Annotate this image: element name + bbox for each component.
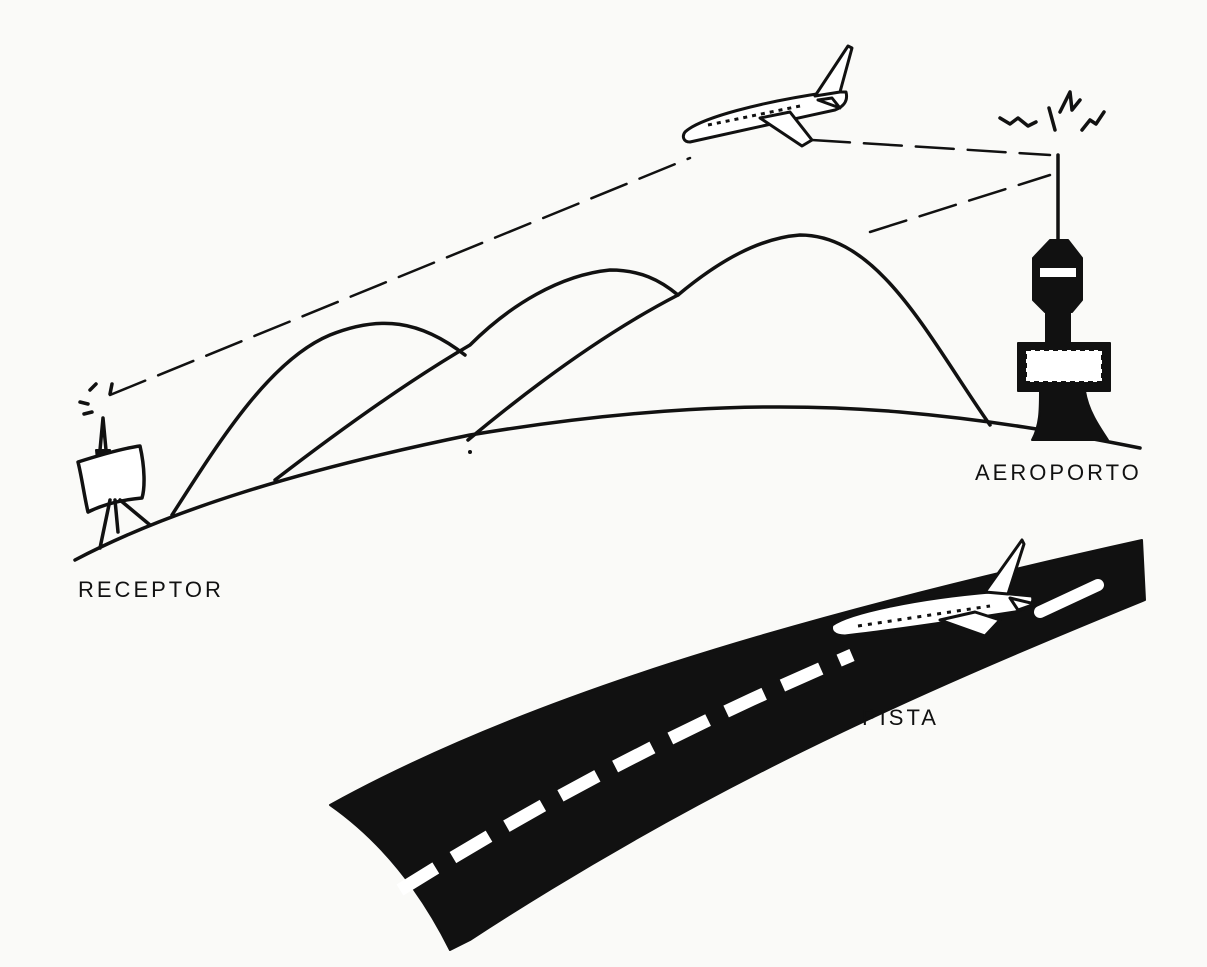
receiver-station [76,382,152,550]
landed-aircraft-stabilizer [1008,596,1037,612]
tower-window-band [1040,268,1076,277]
runway-label: PISTA [862,705,939,730]
landed-aircraft [830,538,1037,638]
ground-line [73,405,1142,562]
aircraft-tail-fin [813,44,854,98]
landed-aircraft-wing [938,610,1002,638]
flying-aircraft [681,44,854,148]
tower-windows [1025,349,1103,383]
runway-far-end-stripe [1034,579,1104,618]
hill-right [466,233,992,442]
ground-speck [468,450,472,454]
tower-signal-sparks [998,90,1106,132]
receiver-tripod [98,498,152,550]
receiver-label: RECEPTOR [78,577,224,602]
aircraft-stabilizer [816,96,842,110]
landed-aircraft-tail-fin [983,538,1026,596]
runway-centerline [396,649,855,896]
runway [329,539,1146,951]
signal-path-airport-to-aircraft [810,138,1052,157]
tower-shaft [1045,311,1071,346]
airport-tower [998,90,1111,441]
aircraft-wing [758,110,814,148]
tower-base [1031,390,1109,441]
hill-middle [273,268,680,482]
hill-left [170,321,467,517]
signal-path-aircraft-to-receiver [108,156,692,397]
landed-aircraft-fuselage [830,590,1035,638]
landed-aircraft-windows [857,604,991,628]
receiver-antenna [98,416,108,452]
receiver-dish [76,444,146,514]
runway-surface [329,539,1146,951]
aircraft-windows [707,104,801,127]
airport-label: AEROPORTO [975,460,1142,485]
signal-path-airport-to-ground [868,173,1052,234]
receiver-signal-sparks [78,382,114,416]
